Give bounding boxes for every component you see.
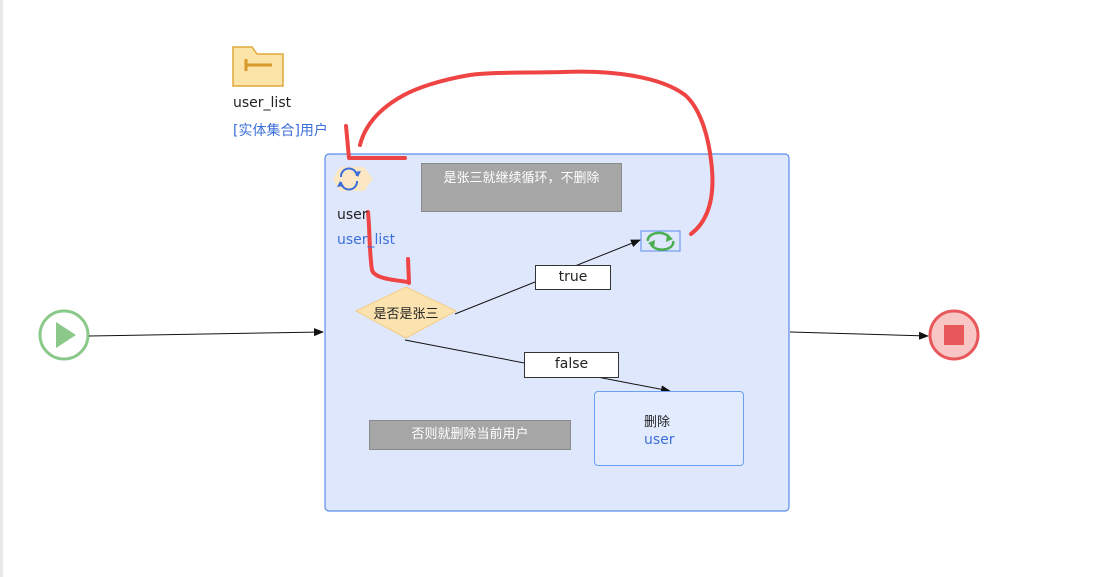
delete-node[interactable]	[594, 391, 744, 466]
canvas-left-border	[0, 0, 3, 577]
delete-title: 删除	[644, 415, 671, 430]
false-edge-label: false	[524, 352, 619, 378]
edge-loop-to-end	[789, 331, 929, 340]
edge-start-to-loop	[88, 328, 324, 337]
decision-node[interactable]	[354, 286, 458, 339]
loop-collection: user_list	[337, 232, 396, 248]
loop-icon[interactable]	[333, 167, 373, 191]
entity-type: [实体集合]用户	[233, 123, 328, 139]
end-icon[interactable]	[928, 309, 980, 361]
decision-label: 是否是张三	[373, 307, 439, 322]
loop-variable: user	[337, 207, 368, 223]
folder-icon[interactable]	[232, 46, 284, 87]
note-delete-else[interactable]: 否则就删除当前用户	[369, 420, 571, 450]
delete-target: user	[644, 432, 675, 448]
start-icon[interactable]	[38, 309, 90, 361]
red-annotation	[344, 69, 715, 285]
entity-name: user_list	[233, 95, 292, 111]
note-continue-loop[interactable]: 是张三就继续循环，不删除	[421, 163, 622, 212]
continue-icon[interactable]	[640, 230, 681, 252]
true-edge-label: true	[535, 265, 611, 290]
